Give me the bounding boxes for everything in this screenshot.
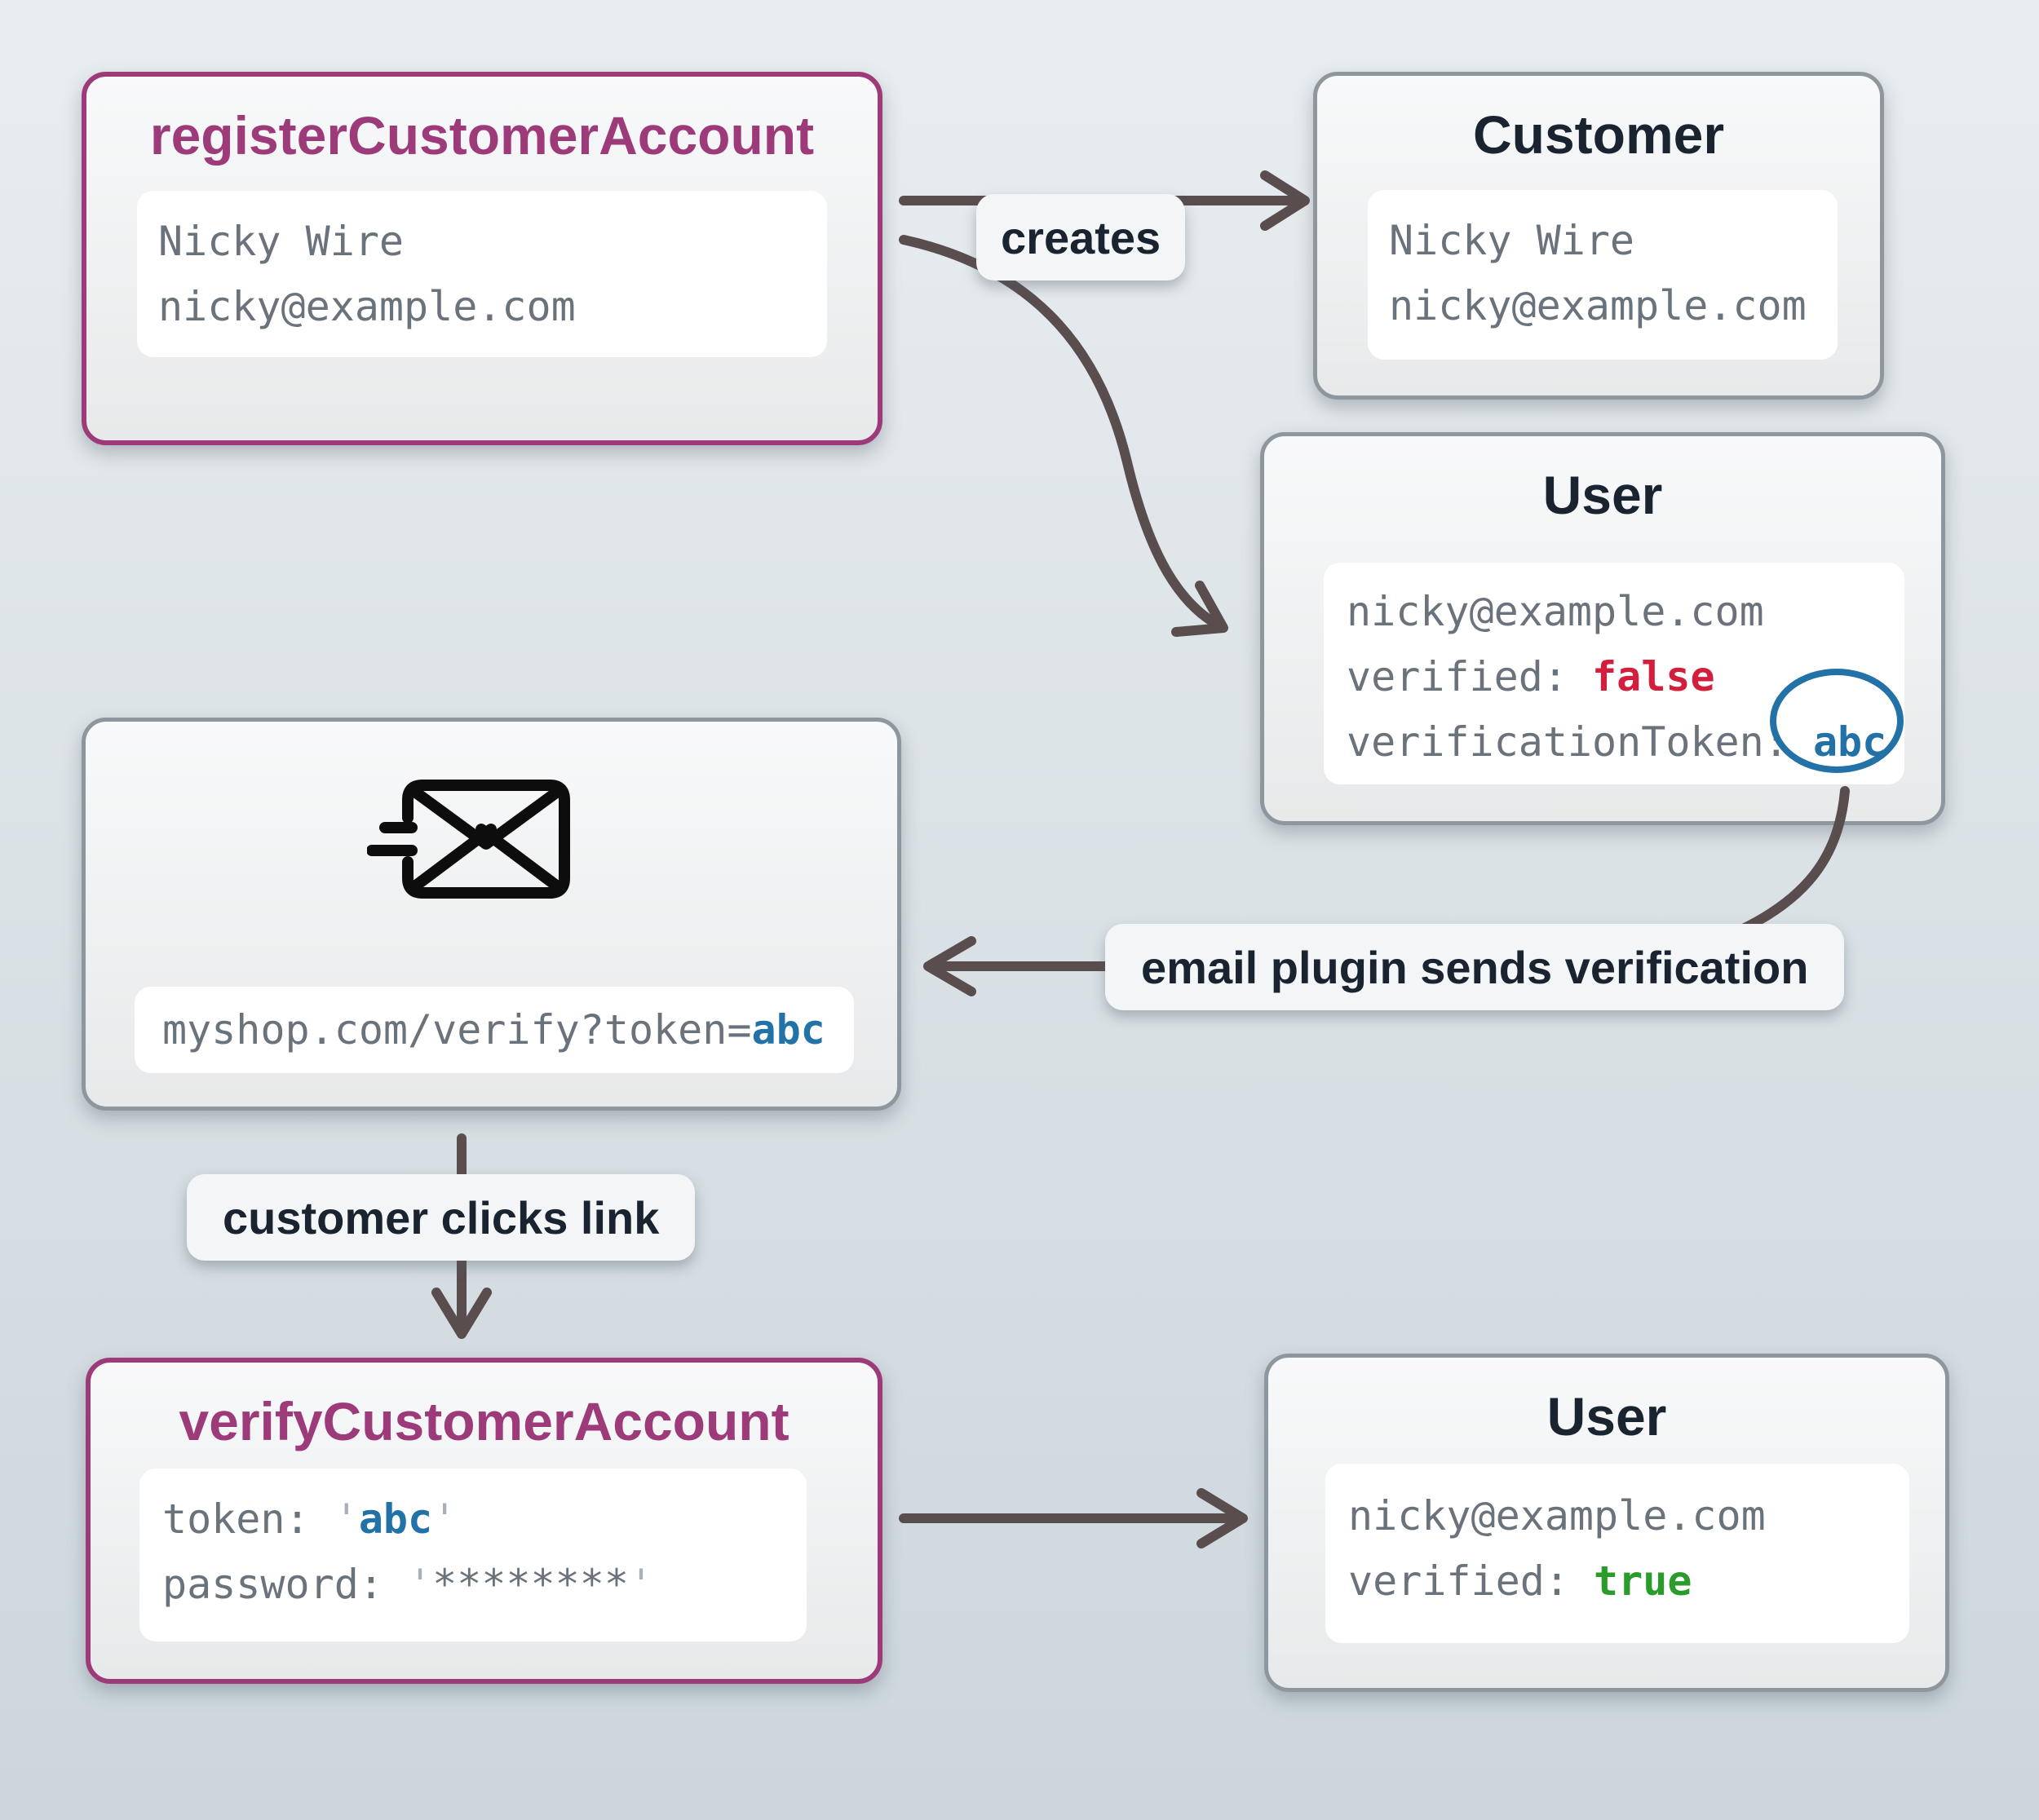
- mail-send-icon: [367, 780, 570, 899]
- verify-card-title: verifyCustomerAccount: [179, 1391, 790, 1451]
- verify-password-line: password: '********': [162, 1552, 807, 1617]
- password-label: password:: [162, 1561, 409, 1608]
- register-email-line: nicky@example.com: [158, 274, 827, 339]
- token-highlight-circle: [1770, 669, 1904, 773]
- register-card-title: registerCustomerAccount: [149, 105, 815, 166]
- email-plugin-arrow-head: [923, 936, 976, 996]
- creates-arrow-head: [1260, 170, 1310, 231]
- customer-name-value: Nicky Wire: [158, 218, 405, 265]
- user-verified-line: verified: true: [1348, 1548, 1909, 1614]
- verification-url-bar: myshop.com/verify?token=abc: [135, 987, 854, 1073]
- customer-card: Customer Nicky Wire nicky@example.com: [1313, 72, 1884, 400]
- email-message-card: myshop.com/verify?token=abc: [82, 718, 901, 1111]
- open-quote: ': [408, 1561, 433, 1608]
- verification-token-label: verificationToken:: [1347, 718, 1813, 766]
- verified-label: verified:: [1347, 653, 1593, 700]
- verified-label: verified:: [1348, 1557, 1594, 1605]
- customer-email-value: nicky@example.com: [158, 283, 576, 330]
- token-value: abc: [358, 1495, 433, 1543]
- clicks-arrow-head: [431, 1288, 492, 1339]
- user-verified-card-body: nicky@example.com verified: true: [1325, 1464, 1909, 1643]
- customer-clicks-label: customer clicks link: [187, 1174, 696, 1261]
- user-email-line: nicky@example.com: [1348, 1483, 1909, 1548]
- password-value: ********: [432, 1561, 629, 1608]
- verification-url-prefix: myshop.com/verify?token=: [162, 1006, 752, 1054]
- verification-url-token: abc: [751, 1006, 825, 1054]
- creates-label: creates: [976, 194, 1186, 281]
- verification-url-line: myshop.com/verify?token=abc: [162, 997, 825, 1062]
- verified-value-true: true: [1594, 1557, 1692, 1605]
- register-card-body: Nicky Wire nicky@example.com: [137, 191, 827, 357]
- customer-name-value: Nicky Wire: [1389, 217, 1635, 264]
- token-label: token:: [162, 1495, 334, 1543]
- customer-card-body: Nicky Wire nicky@example.com: [1368, 190, 1838, 360]
- email-plugin-label: email plugin sends verification: [1105, 924, 1845, 1010]
- register-user-curve-line: [899, 235, 1225, 631]
- verify-token-line: token: 'abc': [162, 1486, 807, 1552]
- customer-name-line: Nicky Wire: [1389, 208, 1838, 273]
- user-verified-card: User nicky@example.com verified: true: [1264, 1354, 1949, 1692]
- user-verified-card-title: User: [1546, 1386, 1667, 1447]
- user-verified-line: verified: false: [1347, 644, 1904, 709]
- user-unverified-card-title: User: [1542, 465, 1663, 525]
- verify-customer-account-card: verifyCustomerAccount token: 'abc' passw…: [86, 1358, 882, 1684]
- verify-card-body: token: 'abc' password: '********': [139, 1469, 807, 1641]
- user-email-value: nicky@example.com: [1348, 1492, 1766, 1539]
- verified-value-false: false: [1592, 653, 1715, 700]
- customer-email-value: nicky@example.com: [1389, 282, 1807, 329]
- verify-user-arrow-head: [1196, 1488, 1248, 1548]
- user-email-value: nicky@example.com: [1347, 588, 1764, 635]
- register-user-curve-head: [1171, 581, 1228, 637]
- close-quote: ': [628, 1561, 654, 1608]
- register-customer-account-card: registerCustomerAccount Nicky Wire nicky…: [82, 72, 882, 445]
- close-quote: ': [432, 1495, 458, 1543]
- customer-card-title: Customer: [1472, 104, 1725, 165]
- user-email-line: nicky@example.com: [1347, 579, 1904, 644]
- register-name-line: Nicky Wire: [158, 209, 827, 274]
- open-quote: ': [334, 1495, 359, 1543]
- customer-email-line: nicky@example.com: [1389, 273, 1838, 338]
